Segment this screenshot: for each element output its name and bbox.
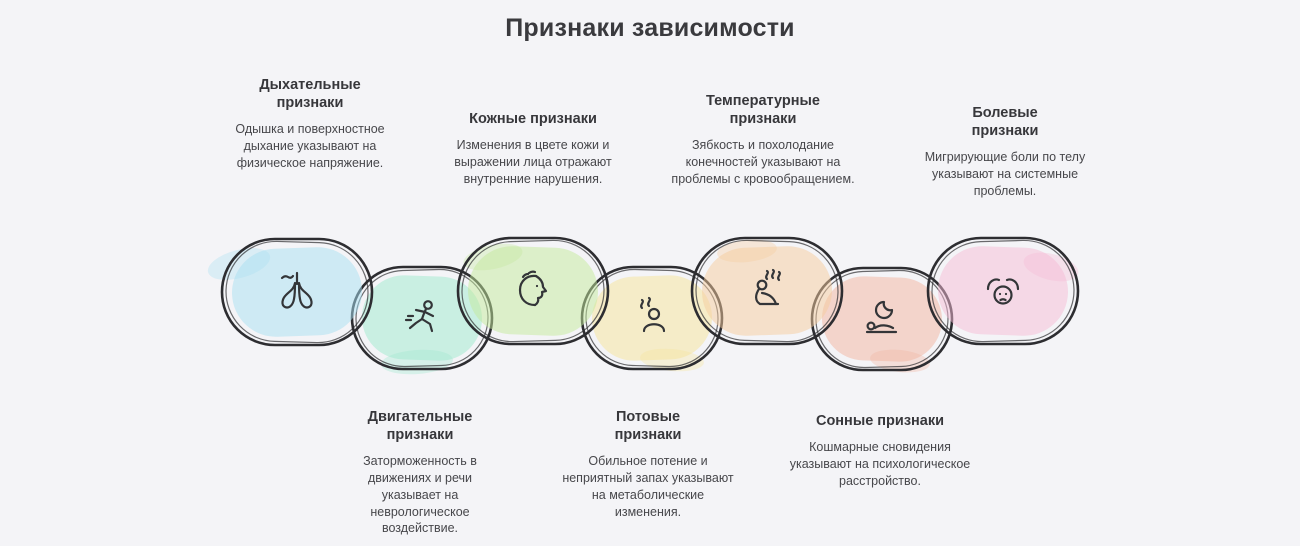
label-block-temperature: Температурные признаки Зябкость и похоло… [663,92,863,188]
label-block-pain: Болевые признаки Мигрирующие боли по тел… [910,104,1100,200]
block-body: Обильное потение и неприятный запах указ… [562,454,734,519]
block-heading: Потовые признаки [614,409,682,444]
moon-sleep-icon [865,300,898,334]
block-heading: Температурные признаки [706,93,820,128]
block-body: Изменения в цвете кожи и выражении лица … [454,138,612,186]
face-profile-icon [518,270,548,307]
label-block-motor: Двигательные признаки Заторможенность в … [338,408,503,537]
pain-person-icon [986,278,1020,305]
running-person-icon [404,300,435,333]
block-body: Заторможенность в движениях и речи указы… [363,454,477,536]
page-title: Признаки зависимости [505,14,795,42]
chain-link-sleep [810,266,954,373]
block-body: Мигрирующие боли по телу указывают на си… [924,150,1086,198]
label-block-respiratory: Дыхательные признаки Одышка и поверхност… [221,76,399,172]
block-heading: Дыхательные признаки [259,77,361,112]
label-block-sweat: Потовые признаки Обильное потение и непр… [559,408,737,520]
shivering-person-icon [755,268,781,306]
chain-link-pain [926,236,1080,346]
chain-link-respiratory [207,237,374,347]
block-body: Одышка и поверхностное дыхание указывают… [235,122,385,170]
block-body: Кошмарные сновидения указывают на психол… [789,440,971,488]
chain-link-temperature [690,236,844,346]
label-block-sleep: Сонные признаки Кошмарные сновидения ука… [783,412,978,489]
block-body: Зябкость и похолодание конечностей указы… [671,138,855,186]
label-block-skin: Кожные признаки Изменения в цвете кожи и… [438,110,628,187]
block-heading: Сонные признаки [815,413,945,429]
block-heading: Болевые признаки [971,105,1039,140]
chain-link-motor [350,265,494,375]
chain-link-sweat [580,265,724,372]
lungs-icon [280,271,313,309]
sweating-person-icon [640,296,666,333]
block-heading: Двигательные признаки [367,409,473,444]
block-heading: Кожные признаки [469,111,597,127]
chain-link-skin [456,236,610,346]
